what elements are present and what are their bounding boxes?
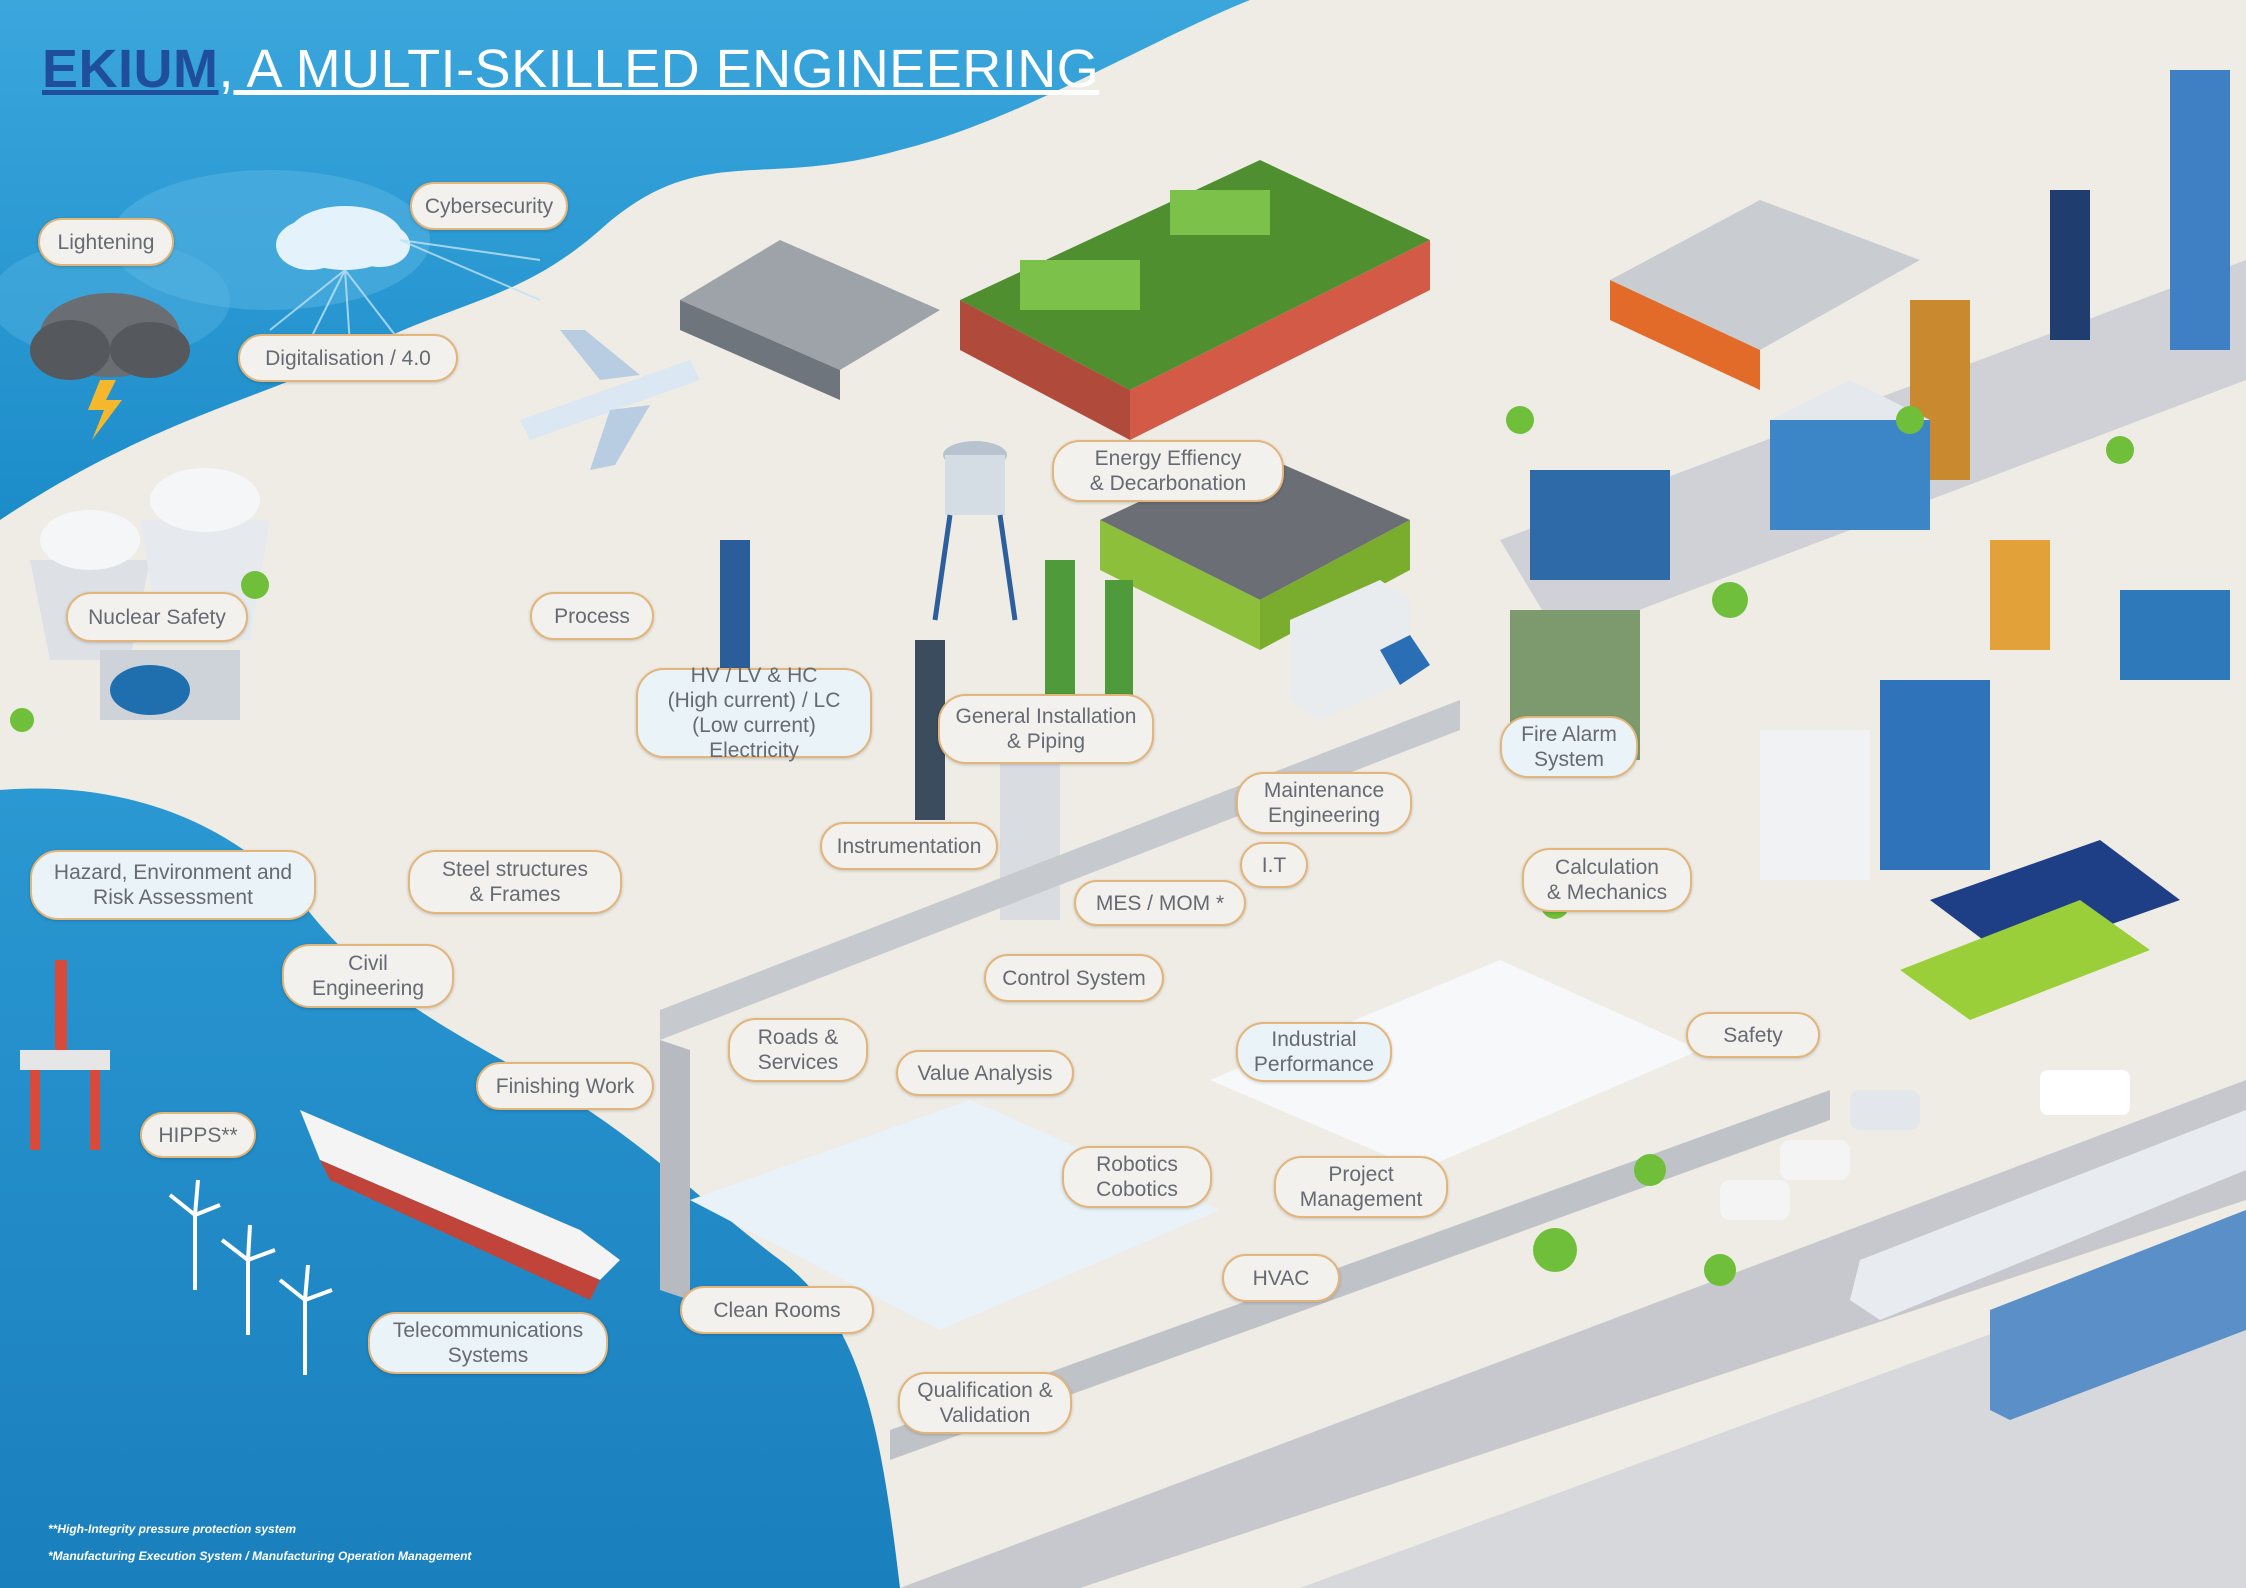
water-tower <box>932 441 1018 621</box>
label-telecommunications[interactable]: Telecommunications Systems <box>368 1312 608 1374</box>
solar-station <box>1900 840 2180 1020</box>
label-value-analysis[interactable]: Value Analysis <box>896 1050 1074 1096</box>
trees <box>10 406 2134 1286</box>
sky-area <box>0 0 1250 520</box>
label-hv-lv-electricity[interactable]: HV / LV & HC (High current) / LC (Low cu… <box>636 664 872 762</box>
title-separator: , <box>218 39 247 99</box>
hangar <box>680 240 940 400</box>
label-industrial-performance[interactable]: Industrial Performance <box>1236 1022 1392 1082</box>
airplane <box>520 330 700 470</box>
label-finishing-work[interactable]: Finishing Work <box>476 1062 654 1110</box>
label-project-management[interactable]: Project Management <box>1274 1156 1448 1218</box>
rail-track <box>900 1080 2246 1588</box>
label-hipps[interactable]: HIPPS** <box>140 1112 256 1158</box>
truck <box>1290 580 1430 720</box>
label-roads-services[interactable]: Roads & Services <box>728 1018 868 1082</box>
label-steel-structures[interactable]: Steel structures & Frames <box>408 850 622 914</box>
storm-cloud-icon <box>30 293 190 440</box>
label-instrumentation[interactable]: Instrumentation <box>820 822 998 870</box>
label-lightening[interactable]: Lightening <box>38 218 174 266</box>
label-energy-efficiency[interactable]: Energy Effiency & Decarbonation <box>1052 440 1284 502</box>
label-general-installation[interactable]: General Installation & Piping <box>938 694 1154 764</box>
label-qualification-validation[interactable]: Qualification & Validation <box>898 1372 1072 1434</box>
label-process[interactable]: Process <box>530 592 654 640</box>
label-hvac[interactable]: HVAC <box>1222 1254 1340 1302</box>
label-clean-rooms[interactable]: Clean Rooms <box>680 1286 874 1334</box>
label-safety[interactable]: Safety <box>1686 1012 1820 1058</box>
factory-complex <box>960 160 1430 440</box>
label-mes-mom[interactable]: MES / MOM * <box>1074 880 1246 926</box>
cruise-ship <box>300 1110 620 1300</box>
label-robotics-cobotics[interactable]: Robotics Cobotics <box>1062 1146 1212 1208</box>
label-digitalisation[interactable]: Digitalisation / 4.0 <box>238 334 458 382</box>
cars <box>1720 1070 2130 1220</box>
page-title: EKIUM, A MULTI-SKILLED ENGINEERING <box>42 38 1099 100</box>
wind-turbines <box>168 1179 333 1375</box>
label-nuclear-safety[interactable]: Nuclear Safety <box>66 592 248 642</box>
offshore-platform <box>20 960 110 1150</box>
brand-name: EKIUM <box>42 39 219 99</box>
label-it[interactable]: I.T <box>1240 842 1308 888</box>
label-maintenance-engineering[interactable]: Maintenance Engineering <box>1236 772 1412 834</box>
title-text: A MULTI-SKILLED ENGINEERING <box>246 39 1100 99</box>
footnote-hipps: **High-Integrity pressure protection sys… <box>48 1522 297 1536</box>
label-hazard-environment[interactable]: Hazard, Environment and Risk Assessment <box>30 850 316 920</box>
footnote-mes: *Manufacturing Execution System / Manufa… <box>48 1549 472 1563</box>
label-civil-engineering[interactable]: Civil Engineering <box>282 944 454 1008</box>
label-calculation-mechanics[interactable]: Calculation & Mechanics <box>1522 848 1692 912</box>
cloud-icon <box>276 206 410 270</box>
label-fire-alarm[interactable]: Fire Alarm System <box>1500 716 1638 778</box>
trains <box>1850 1110 2246 1420</box>
label-control-system[interactable]: Control System <box>984 954 1164 1002</box>
label-cybersecurity[interactable]: Cybersecurity <box>410 182 568 230</box>
